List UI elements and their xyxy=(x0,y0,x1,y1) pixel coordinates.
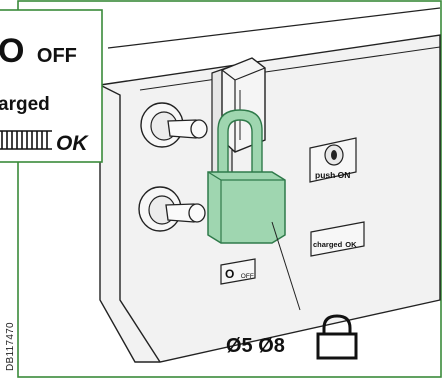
callout-charged-text: arged xyxy=(0,94,50,115)
callout-box: O OFF arged OK xyxy=(0,10,102,162)
padlock-body xyxy=(208,172,285,243)
push-on-label: push ON xyxy=(315,170,350,180)
callout-off-symbol: O xyxy=(0,32,24,70)
charged-label: charged xyxy=(313,240,343,249)
callout-off-text: OFF xyxy=(37,45,77,67)
off-symbol: O xyxy=(225,267,234,281)
padlock-spec: Ø5 Ø8 xyxy=(226,335,285,357)
reference-id: DB117470 xyxy=(5,319,19,371)
callout-ok-text: OK xyxy=(56,132,89,155)
ok-label: OK xyxy=(345,240,357,249)
off-label: OFF xyxy=(241,273,254,280)
svg-text:charged OK: charged OK xyxy=(313,240,357,249)
